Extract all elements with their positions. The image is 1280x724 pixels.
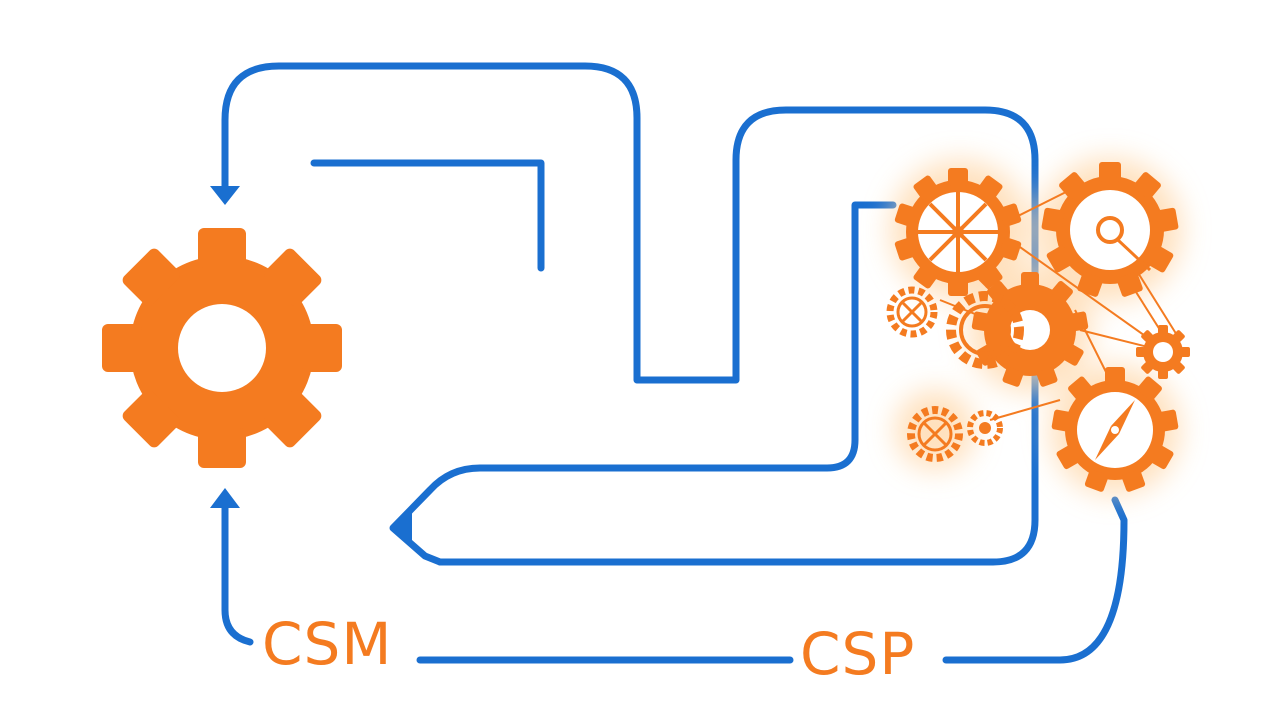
gear-cluster-gear-i xyxy=(967,410,1003,446)
arrow-left-icon xyxy=(393,512,412,544)
csp-label: CSP xyxy=(800,620,916,688)
flow-path-top-loop xyxy=(221,62,1039,566)
flow-path-bottom-right xyxy=(942,496,1128,664)
csm-label: CSM xyxy=(262,610,393,678)
flow-path-inner-corner xyxy=(310,159,545,272)
gear-cluster-gear-f xyxy=(1136,325,1190,379)
gear-cluster-icon xyxy=(886,158,1190,495)
gear-cluster-gear-d xyxy=(946,291,1024,369)
arrow-down-icon xyxy=(210,186,240,205)
gear-cluster-gear-g xyxy=(1051,367,1179,492)
gear-cluster-gear-b xyxy=(1041,162,1179,297)
flow-arrows xyxy=(210,186,412,544)
gear-icon xyxy=(102,228,342,468)
flow-path-bottom-left xyxy=(221,501,254,646)
gear-cluster-gear-e xyxy=(886,286,938,338)
gear-cluster-gear-a xyxy=(894,168,1022,296)
arrow-up-icon xyxy=(210,488,240,508)
flow-path-middle xyxy=(389,201,897,566)
flow-lines xyxy=(221,62,1128,664)
gear-cluster-gear-h xyxy=(907,406,963,462)
